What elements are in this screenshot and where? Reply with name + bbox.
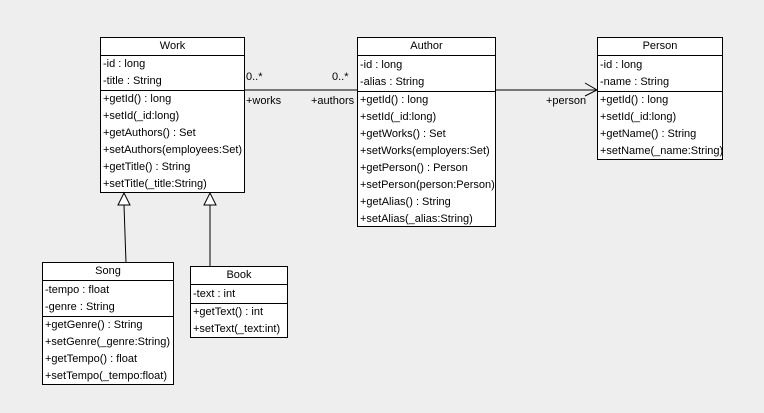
class-title: Book xyxy=(191,267,287,285)
attribute-row: -tempo : float xyxy=(45,284,110,296)
role-label-person[interactable]: +person xyxy=(546,95,587,107)
method-row: +getTitle() : String xyxy=(103,161,191,173)
method-row: +getAuthors() : Set xyxy=(103,127,196,139)
methods-compartment: +getId() : long +setId(_id:long) +getNam… xyxy=(598,92,722,160)
method-row: +getText() : int xyxy=(193,306,264,318)
attributes-compartment: -text : int xyxy=(191,285,287,304)
method-row: +setId(_id:long) xyxy=(600,111,677,123)
class-box-work[interactable]: Work -id : long -title : String +getId()… xyxy=(100,37,245,193)
method-row: +setId(_id:long) xyxy=(360,111,437,123)
role-label-authors[interactable]: +authors xyxy=(311,95,355,107)
class-title: Work xyxy=(101,38,244,56)
method-row: +setName(_name:String) xyxy=(600,145,722,157)
method-row: +getGenre() : String xyxy=(45,319,143,331)
method-row: +getPerson() : Person xyxy=(360,162,468,174)
attribute-row: -id : long xyxy=(600,59,643,71)
class-title: Author xyxy=(358,38,495,56)
generalization-triangle-icon xyxy=(117,191,131,206)
generalization-song-work[interactable] xyxy=(117,191,131,264)
method-row: +getTempo() : float xyxy=(45,353,138,365)
methods-compartment: +getText() : int +setText(_text:int) xyxy=(191,304,287,338)
multiplicity-label-authors-end[interactable]: 0..* xyxy=(332,71,349,83)
attribute-row: -title : String xyxy=(103,75,162,87)
methods-compartment: +getId() : long +setId(_id:long) +getAut… xyxy=(101,91,244,193)
attribute-row: -genre : String xyxy=(45,301,115,313)
method-row: +setWorks(employers:Set) xyxy=(360,145,490,157)
attribute-row: -id : long xyxy=(103,58,146,70)
generalization-book-work[interactable] xyxy=(203,191,217,267)
role-label-works[interactable]: +works xyxy=(246,95,282,107)
method-row: +setAlias(_alias:String) xyxy=(360,213,473,225)
method-row: +getId() : long xyxy=(103,93,172,105)
class-title: Person xyxy=(598,38,722,56)
generalization-triangle-icon xyxy=(203,191,217,206)
method-row: +getAlias() : String xyxy=(360,196,451,208)
method-row: +getId() : long xyxy=(600,94,669,106)
multiplicity-label-works-end[interactable]: 0..* xyxy=(246,71,263,83)
attributes-compartment: -tempo : float -genre : String xyxy=(43,281,173,317)
method-row: +setPerson(person:Person) xyxy=(360,179,495,191)
method-row: +setTitle(_title:String) xyxy=(103,178,207,190)
attribute-row: -text : int xyxy=(193,288,236,300)
method-row: +setText(_text:int) xyxy=(193,323,281,335)
class-box-person[interactable]: Person -id : long -name : String +getId(… xyxy=(597,37,723,160)
attribute-row: -alias : String xyxy=(360,76,425,88)
methods-compartment: +getId() : long +setId(_id:long) +getWor… xyxy=(358,92,495,228)
method-row: +getName() : String xyxy=(600,128,697,140)
attributes-compartment: -id : long -alias : String xyxy=(358,56,495,92)
method-row: +setGenre(_genre:String) xyxy=(45,336,171,348)
attributes-compartment: -id : long -title : String xyxy=(101,56,244,91)
method-row: +setId(_id:long) xyxy=(103,110,180,122)
method-row: +setAuthors(employees:Set) xyxy=(103,144,243,156)
class-box-book[interactable]: Book -text : int +getText() : int +setTe… xyxy=(190,266,288,338)
class-box-author[interactable]: Author -id : long -alias : String +getId… xyxy=(357,37,496,227)
method-row: +setTempo(_tempo:float) xyxy=(45,370,167,382)
class-title: Song xyxy=(43,263,173,281)
class-box-song[interactable]: Song -tempo : float -genre : String +get… xyxy=(42,262,174,385)
method-row: +getId() : long xyxy=(360,94,429,106)
methods-compartment: +getGenre() : String +setGenre(_genre:St… xyxy=(43,317,173,385)
method-row: +getWorks() : Set xyxy=(360,128,446,140)
attribute-row: -id : long xyxy=(360,59,403,71)
attribute-row: -name : String xyxy=(600,76,670,88)
attributes-compartment: -id : long -name : String xyxy=(598,56,722,92)
